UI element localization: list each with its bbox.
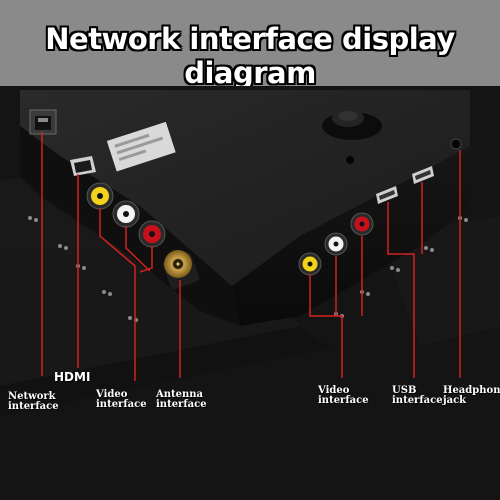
label-line: interface bbox=[8, 401, 59, 412]
hdmi-port bbox=[70, 156, 96, 176]
video-interface-left-label: Video interface bbox=[96, 390, 147, 410]
label-line: interface bbox=[318, 395, 369, 406]
usb-interface-label: USB interface bbox=[392, 386, 443, 406]
label-line: Headphone bbox=[443, 385, 500, 396]
video-interface-right-label: Video interface bbox=[318, 386, 369, 406]
network-interface-label: Network interface bbox=[8, 392, 59, 412]
headphone-socket bbox=[450, 138, 462, 150]
device-illustration bbox=[0, 86, 500, 500]
label-line: jack bbox=[443, 395, 467, 406]
spec-sticker bbox=[106, 121, 176, 172]
headphone-jack-label: Headphone jack bbox=[443, 386, 500, 406]
antenna-interface-label: Antenna interface bbox=[156, 390, 207, 410]
diagram-title: Network interface display diagram bbox=[45, 22, 455, 90]
label-line: USB bbox=[392, 385, 417, 396]
hdmi-label: HDMI bbox=[54, 370, 91, 384]
label-line: Network bbox=[8, 391, 56, 402]
screw-hole bbox=[346, 156, 354, 164]
antenna-connector bbox=[162, 250, 200, 290]
device-case-side bbox=[232, 146, 470, 326]
leader-lines bbox=[41, 132, 461, 381]
device-photo: Network interface HDMI Video interface A… bbox=[0, 86, 500, 500]
label-line: interface bbox=[392, 395, 443, 406]
rca-jack-yellow-right bbox=[298, 252, 322, 276]
usb-port-2 bbox=[412, 166, 434, 184]
label-line: Video bbox=[318, 385, 350, 396]
label-line: Antenna bbox=[156, 389, 204, 400]
network-port bbox=[29, 109, 57, 135]
round-foot bbox=[322, 109, 382, 140]
label-line: interface bbox=[156, 399, 207, 410]
rca-jack-red-left bbox=[138, 220, 166, 248]
rca-jack-white-left bbox=[112, 200, 140, 228]
title-banner: Network interface display diagram bbox=[0, 0, 500, 90]
usb-port-1 bbox=[376, 186, 398, 204]
rca-jack-yellow-left bbox=[86, 182, 114, 210]
rca-jack-white-right bbox=[324, 232, 348, 256]
panel-markings bbox=[28, 216, 468, 322]
label-line: interface bbox=[96, 399, 147, 410]
label-line: Video bbox=[96, 389, 128, 400]
rca-jack-red-right bbox=[350, 212, 374, 236]
